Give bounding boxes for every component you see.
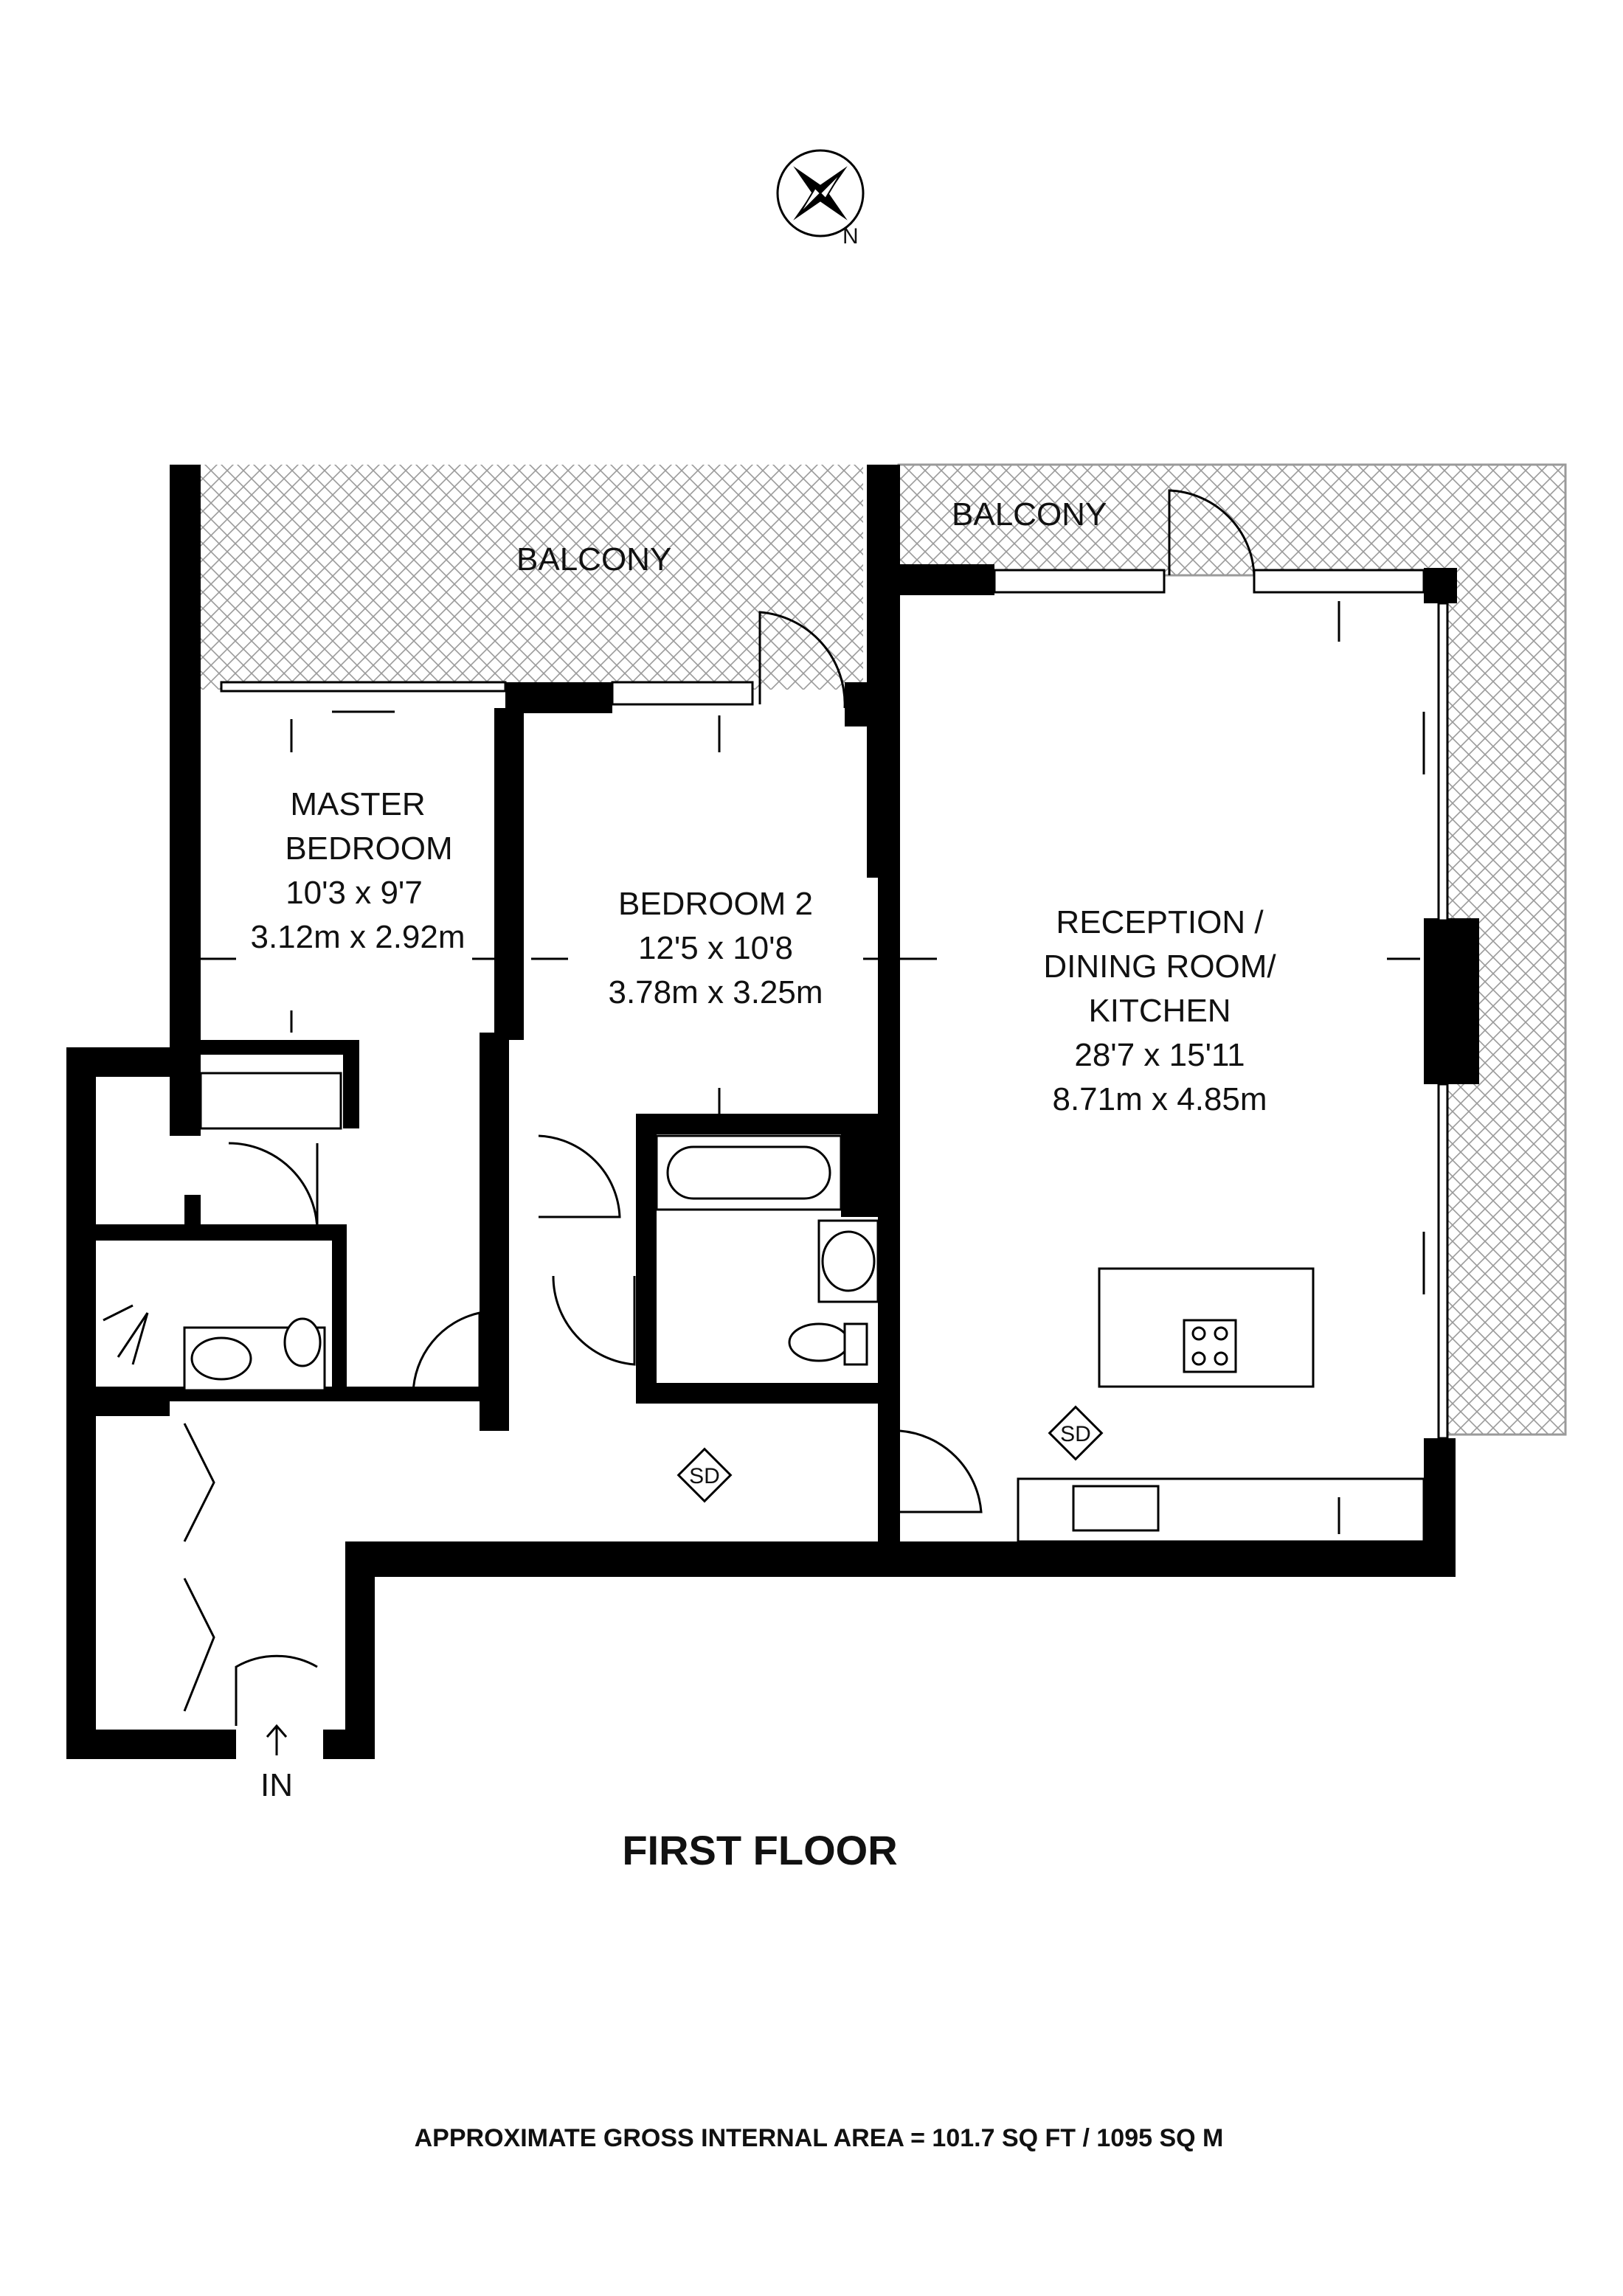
basin-icon — [817, 1219, 879, 1303]
entrance-arrow-icon — [266, 1724, 288, 1755]
gross-area-footer: APPROXIMATE GROSS INTERNAL AREA = 101.7 … — [415, 2124, 1224, 2152]
compass-north-label: N — [842, 224, 859, 249]
reception-name-2: DINING ROOM/ — [1043, 948, 1276, 985]
bedroom2-name: BEDROOM 2 — [618, 886, 813, 922]
toilet-icon — [788, 1322, 868, 1366]
wardrobe — [199, 1072, 342, 1130]
master-bedroom-metric: 3.12m x 2.92m — [250, 919, 465, 955]
bathtub-icon — [655, 1134, 842, 1211]
entrance-label: IN — [260, 1767, 293, 1803]
kitchen-island — [1098, 1267, 1315, 1388]
reception-metric: 8.71m x 4.85m — [1052, 1081, 1267, 1117]
en-suite-fixtures — [103, 1304, 326, 1392]
dimension-arrows — [201, 601, 1425, 1534]
smoke-detector-label: SD — [689, 1464, 720, 1488]
master-bedroom-name-2: BEDROOM — [285, 830, 452, 867]
balcony-left-area — [199, 465, 863, 690]
balcony-right-label: BALCONY — [952, 496, 1107, 533]
kitchen-counter — [1017, 1477, 1425, 1543]
bedroom2-metric: 3.78m x 3.25m — [608, 974, 823, 1010]
exterior-walls — [66, 465, 1479, 1759]
reception-name-1: RECEPTION / — [1056, 904, 1264, 940]
bedroom2-imperial: 12'5 x 10'8 — [638, 930, 793, 966]
master-bedroom-name-1: MASTER — [290, 786, 425, 822]
balcony-left-label: BALCONY — [516, 541, 671, 578]
smoke-detector-icon: SD — [676, 1447, 733, 1503]
door-swings — [183, 489, 1256, 1726]
compass-rose-icon — [776, 149, 865, 237]
smoke-detector-label: SD — [1060, 1422, 1091, 1446]
master-bedroom-imperial: 10'3 x 9'7 — [286, 875, 423, 911]
windows — [220, 569, 1449, 1440]
reception-name-3: KITCHEN — [1088, 993, 1231, 1029]
smoke-detector-icon: SD — [1048, 1405, 1104, 1461]
floor-title: FIRST FLOOR — [622, 1827, 897, 1873]
reception-imperial: 28'7 x 15'11 — [1074, 1037, 1245, 1073]
